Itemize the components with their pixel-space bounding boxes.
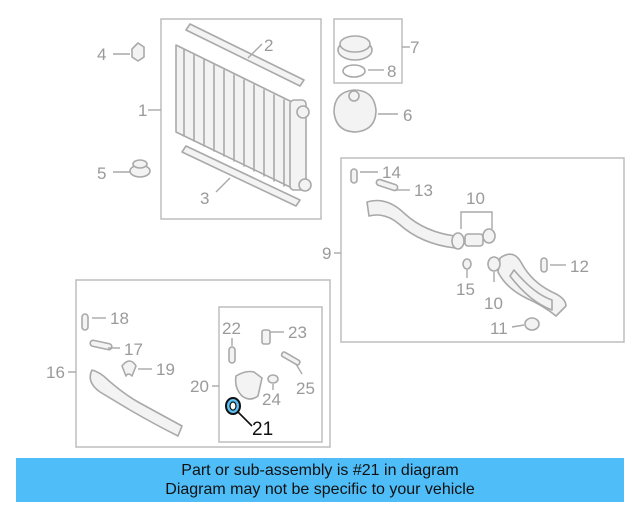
thermostat-housing — [234, 370, 263, 400]
callout-16: 16 — [46, 363, 65, 382]
leader-lines — [68, 43, 566, 427]
callout-23: 23 — [288, 323, 307, 342]
hose-group-box — [340, 157, 625, 343]
callout-24: 24 — [262, 390, 281, 409]
callout-10a: 10 — [466, 189, 485, 208]
callout-25: 25 — [296, 379, 315, 398]
expansion-tank — [333, 89, 377, 133]
callout-11: 11 — [490, 319, 508, 338]
connector-10a — [451, 228, 496, 250]
callout-13: 13 — [414, 181, 433, 200]
cap-group-box — [333, 18, 403, 84]
pipe-section — [509, 269, 553, 311]
callout-15: 15 — [456, 280, 475, 299]
callout-10b: 10 — [484, 294, 503, 313]
callout-9: 9 — [322, 244, 331, 263]
banner-line-2: Diagram may not be specific to your vehi… — [165, 481, 475, 498]
callout-12: 12 — [570, 257, 589, 276]
upper-coolant-hose — [366, 199, 456, 249]
hose-clamp-14 — [350, 168, 358, 184]
callout-22: 22 — [222, 319, 241, 338]
callout-6: 6 — [403, 106, 412, 125]
callout-19: 19 — [156, 360, 175, 379]
callout-1: 1 — [138, 101, 147, 120]
callout-18: 18 — [110, 309, 129, 328]
banner-line-1: Part or sub-assembly is #21 in diagram — [181, 462, 459, 479]
callout-numbers: 1 2 3 4 5 6 7 8 9 10 10 11 12 13 14 15 1… — [46, 36, 589, 440]
callout-2: 2 — [264, 36, 273, 55]
lower-seal-strip — [181, 145, 301, 207]
o-ring-15 — [462, 258, 472, 270]
info-banner: Part or sub-assembly is #21 in diagram D… — [16, 458, 624, 502]
radiator-group-box — [160, 18, 322, 220]
callout-4: 4 — [97, 45, 106, 64]
upper-seal-strip — [185, 23, 305, 87]
seal-24 — [267, 374, 279, 384]
callout-20: 20 — [190, 377, 209, 396]
lower-coolant-pipe — [497, 253, 567, 317]
hose-clamp-12 — [540, 257, 548, 273]
rubber-mount — [129, 159, 151, 178]
o-ring-11 — [524, 317, 540, 331]
thermostat-subgroup-box — [218, 306, 323, 443]
callout-21-highlighted[interactable]: 21 — [252, 419, 273, 440]
callout-17: 17 — [124, 340, 143, 359]
hose-clamp-22 — [228, 346, 236, 364]
connector-10b — [487, 256, 501, 272]
callout-5: 5 — [97, 164, 106, 183]
tank-cap — [337, 35, 373, 61]
cap-o-ring — [342, 64, 366, 78]
mount-bracket — [131, 42, 145, 62]
callout-14: 14 — [382, 163, 401, 182]
hose-clamp-13 — [375, 178, 399, 192]
radiator — [175, 44, 312, 192]
callout-3: 3 — [200, 189, 209, 208]
clip-25 — [280, 351, 301, 366]
callout-7: 7 — [410, 38, 419, 57]
highlighted-part-21-gasket[interactable] — [225, 397, 241, 415]
lower-hose-group-box — [75, 279, 331, 448]
clip-19 — [121, 360, 137, 377]
hose-clamp-18 — [81, 313, 89, 331]
hose-clamp-17 — [89, 339, 113, 351]
lower-radiator-hose — [89, 369, 183, 437]
callout-8: 8 — [387, 62, 396, 81]
parts-diagram: 1 2 3 4 5 6 7 8 9 10 10 11 12 13 14 15 1… — [46, 18, 625, 448]
temperature-sensor-23 — [261, 329, 271, 345]
